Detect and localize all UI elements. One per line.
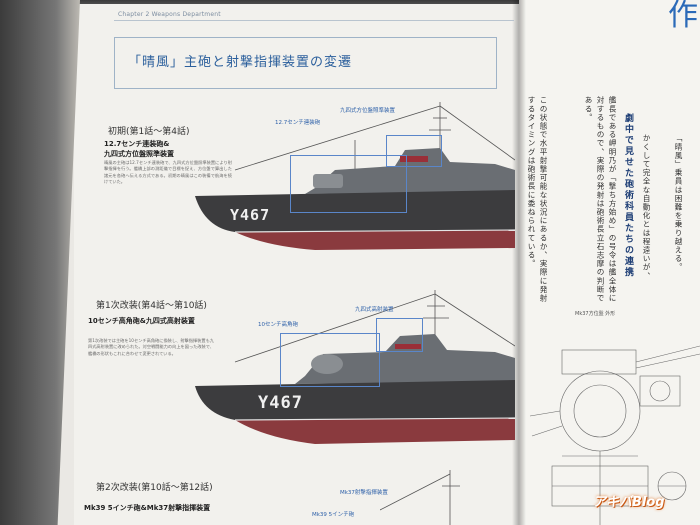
callout-label-gun-2: 10センチ高角砲: [258, 322, 298, 328]
running-head: Chapter 2 Weapons Department: [118, 11, 221, 18]
phase-2-body: 第1次改装では主砲を10センチ高角砲に換装し、射撃指揮装置も九四式高射装置に改め…: [88, 338, 214, 356]
right-column-3: かくして完全な自動化とは程遠いが、: [642, 134, 651, 281]
article-title: 「晴風」主砲と射撃指揮装置の変遷: [128, 55, 353, 70]
right-page-heading-glyph: 作: [668, 0, 698, 33]
ship-boot-topping: [234, 417, 515, 421]
hull-number-1: Y467: [230, 206, 271, 224]
ship-illustration-refit-1: [195, 290, 515, 444]
right-column-4: 「晴風」乗員は困難を乗り越える。: [674, 134, 683, 272]
ship-hull-upper: [195, 190, 515, 232]
right-column-1: この状態で水平射撃可能な状況にあるか、実際に発射するタイミングは砲術長に委ねられ…: [527, 96, 548, 303]
callout-box-gun-1: [290, 155, 407, 213]
ship-hull-lower: [235, 230, 515, 250]
ship-bridge-stripe: [395, 344, 421, 349]
ship-turret-fore: [313, 174, 343, 188]
callout-label-gun-3: Mk39 5インチ砲: [312, 512, 355, 518]
title-frame: [114, 37, 497, 89]
callout-label-director-2: 九四式高射装置: [355, 307, 394, 313]
photo-background-left: [0, 0, 80, 525]
right-column-title: 劇中で見せた砲術科員たちの連携: [623, 113, 633, 278]
callout-label-director-3: Mk37射撃指揮装置: [340, 490, 388, 496]
ship-illustration-initial: [195, 102, 515, 250]
callout-box-gun-2: [280, 333, 380, 387]
ship-superstructure: [305, 148, 515, 194]
phase-1-equipment: 12.7センチ連装砲& 九四式方位盤照準装置: [104, 140, 174, 158]
phase-3-heading: 第2次改装(第10話〜第12話): [96, 483, 213, 493]
ship-masts: [234, 290, 515, 368]
phase-1-body: 晴風の主砲は12.7センチ連装砲で、九四式方位盤照準装置により射撃指揮を行う。艦…: [104, 160, 232, 185]
watermark-logo: アキバBlog: [593, 495, 665, 510]
callout-box-director-1: [386, 135, 442, 167]
callout-label-director-1: 九四式方位盤照準装置: [340, 108, 396, 114]
ship-boot-topping: [234, 229, 515, 233]
phase-2-heading: 第1次改装(第4話〜第10話): [96, 301, 207, 311]
ship-hull-lower: [235, 418, 515, 444]
callout-box-director-2: [376, 318, 423, 352]
phase-3-equipment: Mk39 5インチ砲&Mk37射撃指揮装置: [84, 504, 211, 512]
page-gutter: [512, 0, 526, 525]
ship-superstructure: [295, 334, 515, 384]
header-rule: [114, 20, 514, 21]
ship-bridge-stripe: [400, 156, 428, 162]
figure-caption: Mk37方位盤 外形: [575, 311, 616, 317]
phase-2-equipment: 10センチ高角砲&九四式高射装置: [88, 317, 195, 325]
ship-masts: [234, 102, 515, 182]
right-column-2: 艦長である岬明乃が「撃ち方始め」の号令は艦全体に対するもので、実際の発射は砲術長…: [584, 96, 617, 303]
ship-turret-aa: [311, 354, 343, 374]
director-technical-drawing: [529, 345, 700, 525]
hull-number-2: Y467: [258, 393, 303, 413]
ship-illustration-refit-2: [380, 470, 460, 525]
ship-hull-upper: [195, 380, 515, 420]
phase-1-heading: 初期(第1話〜第4話): [108, 127, 190, 137]
right-page: [519, 0, 700, 525]
callout-label-gun-1: 12.7センチ連装砲: [275, 120, 321, 126]
